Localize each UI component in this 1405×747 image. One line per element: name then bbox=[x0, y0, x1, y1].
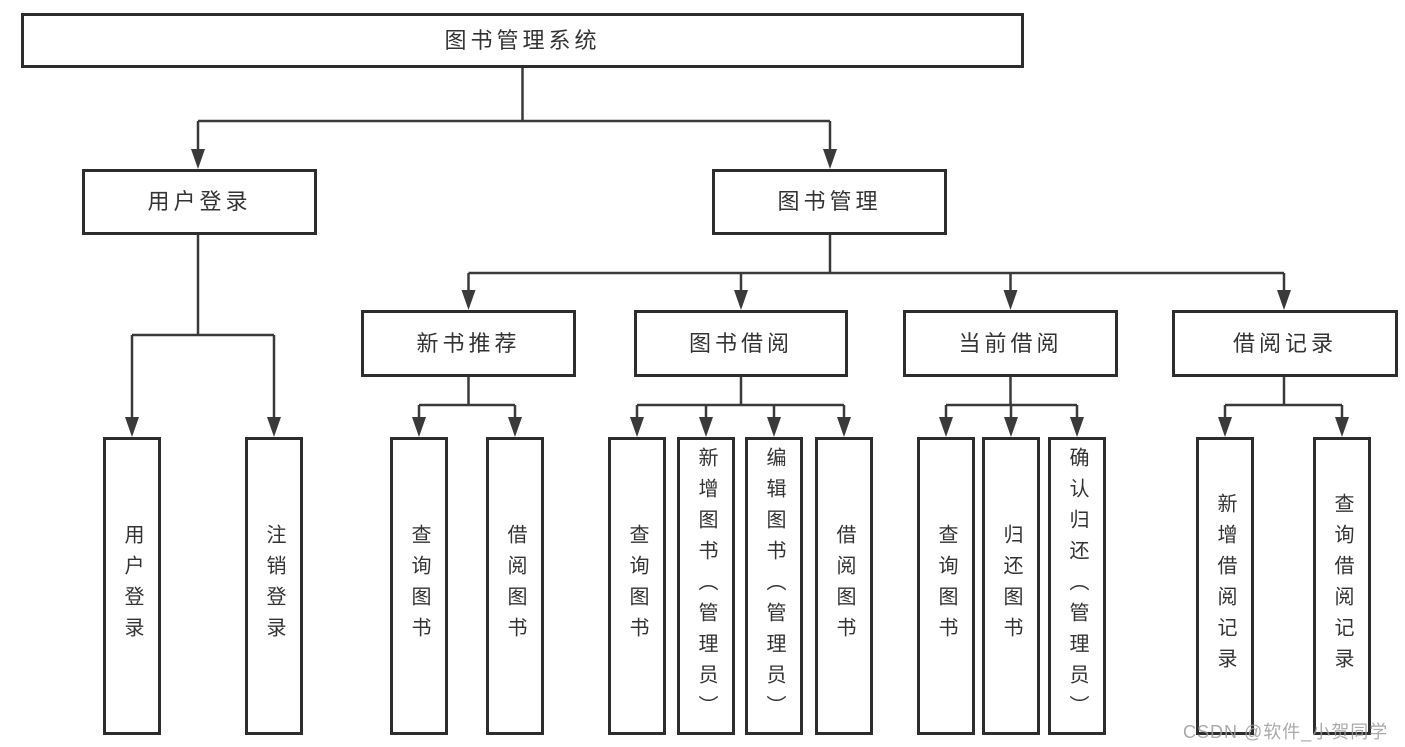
leaf-label: 归还图书 bbox=[1000, 524, 1022, 648]
arrowhead-icon bbox=[939, 417, 953, 437]
arrowhead-icon bbox=[823, 149, 837, 169]
leaf-add-book-admin: 新增图书（管理员） bbox=[677, 437, 735, 735]
arrowheads bbox=[125, 149, 1349, 437]
leaf-query-books-current: 查询图书 bbox=[917, 437, 975, 735]
leaf-label: 查询借阅记录 bbox=[1331, 493, 1353, 679]
arrowhead-icon bbox=[1070, 417, 1084, 437]
connector-bookmgmt-branch bbox=[467, 235, 1286, 292]
leaf-query-books-recommend: 查询图书 bbox=[390, 437, 448, 735]
node-label: 新书推荐 bbox=[416, 330, 521, 356]
leaf-label: 新增图书（管理员） bbox=[695, 446, 717, 726]
leaf-label: 查询图书 bbox=[935, 524, 957, 648]
arrowhead-icon bbox=[734, 290, 748, 310]
node-user-login-module: 用户登录 bbox=[82, 169, 317, 235]
arrowhead-icon bbox=[412, 417, 426, 437]
leaf-label: 查询图书 bbox=[408, 524, 430, 648]
csdn-watermark: CSDN @软件_小贺同学 bbox=[1183, 722, 1389, 742]
node-root-label: 图书管理系统 bbox=[444, 27, 601, 53]
arrowhead-icon bbox=[837, 417, 851, 437]
arrowhead-icon bbox=[1004, 417, 1018, 437]
connector-root-branch bbox=[196, 68, 832, 151]
arrowhead-icon bbox=[1218, 417, 1232, 437]
leaf-label: 新增借阅记录 bbox=[1214, 493, 1236, 679]
node-borrow-records: 借阅记录 bbox=[1172, 310, 1398, 377]
node-book-management: 图书管理 bbox=[712, 169, 947, 235]
leaf-query-books-borrowing: 查询图书 bbox=[608, 437, 666, 735]
leaf-borrow-book-recommend: 借阅图书 bbox=[486, 437, 544, 735]
node-label: 借阅记录 bbox=[1232, 330, 1337, 356]
leaf-label: 借阅图书 bbox=[833, 524, 855, 648]
arrowhead-icon bbox=[1003, 290, 1018, 310]
leaf-edit-book-admin: 编辑图书（管理员） bbox=[745, 437, 803, 735]
leaf-label: 用户登录 bbox=[121, 524, 143, 648]
node-root: 图书管理系统 bbox=[21, 13, 1024, 68]
connector-borrow-branch bbox=[635, 377, 846, 419]
leaf-label: 借阅图书 bbox=[504, 524, 526, 648]
leaf-label: 编辑图书（管理员） bbox=[763, 446, 785, 726]
leaf-borrow-book: 借阅图书 bbox=[815, 437, 873, 735]
leaf-user-login: 用户登录 bbox=[103, 437, 161, 735]
arrowhead-icon bbox=[125, 417, 139, 437]
arrowhead-icon bbox=[767, 417, 781, 437]
arrowhead-icon bbox=[1277, 290, 1291, 310]
leaf-return-book: 归还图书 bbox=[982, 437, 1040, 735]
node-label: 用户登录 bbox=[147, 189, 252, 214]
arrowhead-icon bbox=[699, 417, 713, 437]
leaf-query-borrow-record: 查询借阅记录 bbox=[1313, 437, 1371, 735]
arrowhead-icon bbox=[267, 417, 281, 437]
node-new-book-recommend: 新书推荐 bbox=[361, 310, 576, 377]
connector-userlogin-branch bbox=[130, 234, 276, 419]
leaf-label: 确认归还（管理员） bbox=[1066, 446, 1088, 726]
connector-current-branch bbox=[944, 377, 1079, 419]
node-label: 图书管理 bbox=[777, 189, 882, 214]
arrowhead-icon bbox=[461, 290, 476, 310]
arrowhead-icon bbox=[630, 417, 644, 437]
leaf-label: 注销登录 bbox=[263, 524, 285, 648]
leaf-label: 查询图书 bbox=[626, 524, 648, 648]
node-label: 当前借阅 bbox=[958, 330, 1063, 356]
arrowhead-icon bbox=[508, 417, 522, 437]
node-book-borrowing: 图书借阅 bbox=[634, 310, 848, 377]
connector-records-branch bbox=[1223, 377, 1344, 419]
leaf-logout: 注销登录 bbox=[245, 437, 303, 735]
node-label: 图书借阅 bbox=[688, 330, 793, 356]
node-current-borrowing: 当前借阅 bbox=[903, 310, 1118, 377]
arrowhead-icon bbox=[191, 149, 205, 169]
connector-newbooks-branch bbox=[417, 377, 517, 419]
leaf-add-borrow-record: 新增借阅记录 bbox=[1196, 437, 1254, 735]
leaf-confirm-return-admin: 确认归还（管理员） bbox=[1048, 437, 1106, 735]
arrowhead-icon bbox=[1335, 417, 1349, 437]
